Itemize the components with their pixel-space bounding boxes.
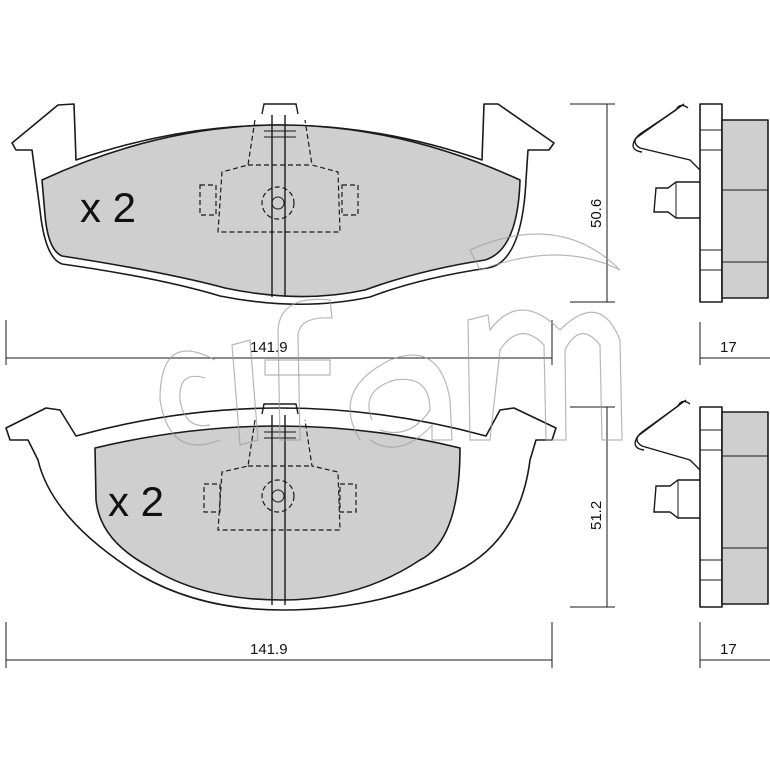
top-thickness-dimension: 17 <box>699 322 770 365</box>
bottom-side-friction <box>721 411 769 605</box>
bottom-width-dimension: 141.9 <box>5 622 553 668</box>
bottom-hidden-lug-left <box>203 483 221 513</box>
top-brake-pad-front-view: x 2 <box>11 103 555 306</box>
bottom-center-tab <box>261 403 299 415</box>
top-hidden-pin-inner <box>271 196 285 210</box>
top-side-friction <box>721 119 769 299</box>
bottom-guide-pin <box>653 479 700 519</box>
top-brake-pad-side-view <box>632 103 769 303</box>
top-hidden-clip-outline <box>217 119 341 233</box>
bottom-width-label: 141.9 <box>250 641 288 658</box>
bottom-thickness-dimension: 17 <box>699 622 770 668</box>
bottom-height-label: 51.2 <box>588 501 605 530</box>
top-friction-material <box>41 124 521 298</box>
bottom-height-dimension: 51.2 <box>570 406 615 608</box>
bottom-hidden-lug-right <box>339 483 357 513</box>
bottom-brake-pad-side-view <box>634 399 769 608</box>
top-height-label: 50.6 <box>588 199 605 228</box>
top-width-label: 141.9 <box>250 339 288 356</box>
top-center-tab <box>261 103 299 115</box>
top-guide-pin <box>653 181 700 219</box>
top-side-backing <box>699 103 723 303</box>
bottom-spring-clip <box>636 400 701 471</box>
top-hidden-lug-right <box>341 184 359 216</box>
bottom-hidden-pin-inner <box>271 489 285 503</box>
bottom-thickness-label: 17 <box>720 641 737 658</box>
top-quantity-label: x 2 <box>80 184 136 231</box>
bottom-side-backing <box>699 406 723 608</box>
bottom-friction-material <box>94 425 461 601</box>
cifam-watermark-logo <box>159 233 623 448</box>
top-height-dimension: 50.6 <box>570 103 615 303</box>
top-hidden-lug-left <box>199 184 217 216</box>
bottom-hidden-clip-outline <box>217 419 341 531</box>
bottom-brake-pad-front-view: x 2 <box>5 403 557 611</box>
bottom-hidden-pin-outer <box>261 479 295 513</box>
top-thickness-label: 17 <box>720 339 737 356</box>
top-hidden-pin-outer <box>261 186 295 220</box>
bottom-quantity-label: x 2 <box>108 478 164 525</box>
